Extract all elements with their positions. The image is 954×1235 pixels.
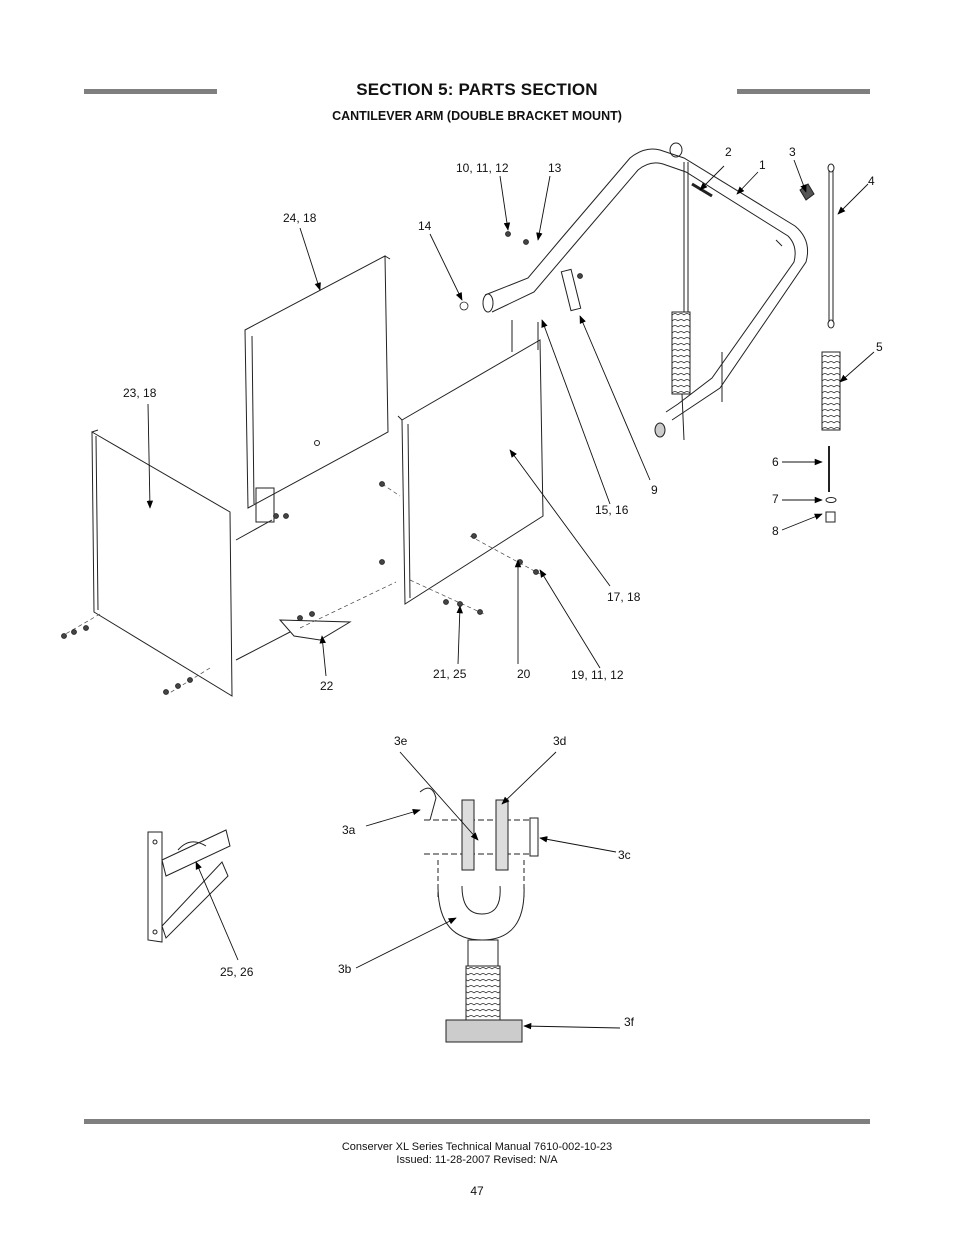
callout-14: 14 xyxy=(418,219,432,233)
callout-arrows xyxy=(146,159,875,1030)
fastener-hardware xyxy=(61,231,583,695)
callout-22: 22 xyxy=(320,679,334,693)
page-number: 47 xyxy=(470,1184,484,1198)
header-rule-right xyxy=(737,89,870,94)
callout-3f: 3f xyxy=(624,1015,635,1029)
back-panel xyxy=(244,255,391,523)
callout-3c: 3c xyxy=(618,848,631,862)
callout-7: 7 xyxy=(772,492,779,506)
callout-17-18: 17, 18 xyxy=(607,590,641,604)
callout-6: 6 xyxy=(772,455,779,469)
callout-3a: 3a xyxy=(342,823,356,837)
callout-21-25: 21, 25 xyxy=(433,667,467,681)
callout-1: 1 xyxy=(759,158,766,172)
callout-3b: 3b xyxy=(338,962,352,976)
callout-3e: 3e xyxy=(394,734,408,748)
header-rule-left xyxy=(84,89,217,94)
callout-23-18: 23, 18 xyxy=(123,386,157,400)
front-right-panel xyxy=(397,320,544,605)
callout-9: 9 xyxy=(651,483,658,497)
callout-5: 5 xyxy=(876,340,883,354)
swivel-detail xyxy=(419,787,539,1043)
callout-4: 4 xyxy=(868,174,875,188)
left-panel xyxy=(91,429,352,697)
callout-10-11-12: 10, 11, 12 xyxy=(456,161,509,175)
diagram-subtitle: CANTILEVER ARM (DOUBLE BRACKET MOUNT) xyxy=(332,109,622,123)
callout-20: 20 xyxy=(517,667,531,681)
footer-rule xyxy=(84,1119,870,1124)
clamp-bracket-detail xyxy=(147,829,231,943)
callout-25-26: 25, 26 xyxy=(220,965,254,979)
callout-2: 2 xyxy=(725,145,732,159)
callout-24-18: 24, 18 xyxy=(283,211,317,225)
footer-issue-date: Issued: 11-28-2007 Revised: N/A xyxy=(396,1154,558,1166)
callout-3: 3 xyxy=(789,145,796,159)
callout-19-11-12: 19, 11, 12 xyxy=(571,668,624,682)
section-title: SECTION 5: PARTS SECTION xyxy=(356,80,598,99)
callout-8: 8 xyxy=(772,524,779,538)
rod-spring-assembly xyxy=(821,163,841,523)
cantilever-arm xyxy=(482,142,815,441)
callout-3d: 3d xyxy=(553,734,566,748)
callout-13: 13 xyxy=(548,161,562,175)
dashed-leader-lines xyxy=(61,483,541,695)
callout-labels: 1 2 3 4 5 6 7 8 9 10, 11, 12 13 14 15, 1… xyxy=(123,145,883,1029)
footer-manual-title: Conserver XL Series Technical Manual 761… xyxy=(341,1141,613,1153)
callout-15-16: 15, 16 xyxy=(595,503,629,517)
